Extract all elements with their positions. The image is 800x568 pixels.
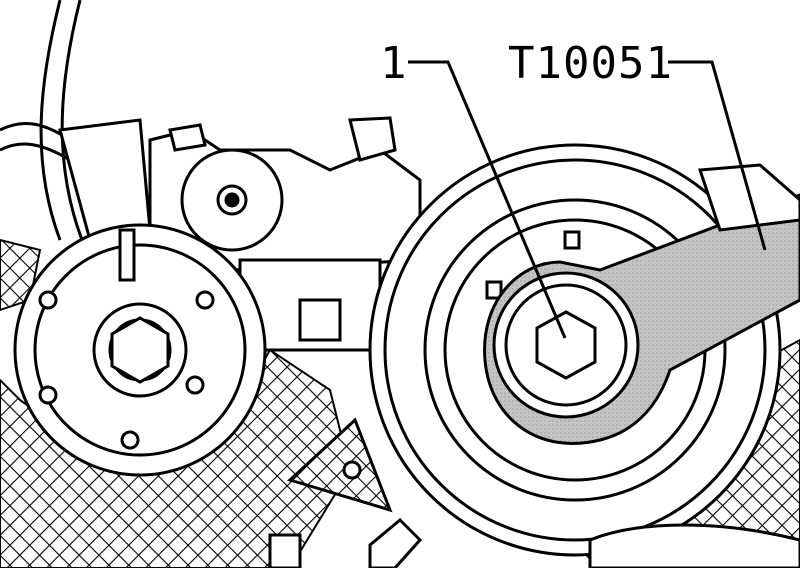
idler-bracket [287,417,393,513]
tensioner-pulley [180,148,284,252]
camshaft-sprocket [13,223,267,477]
callout-tool-t10051: T10051 [508,38,673,89]
callout-part-1: 1 [380,38,408,89]
lower-bolts [268,517,423,568]
counter-hold-tool-t10051 [483,193,800,445]
leader-lines [408,60,767,339]
coolant-hose [0,0,84,241]
